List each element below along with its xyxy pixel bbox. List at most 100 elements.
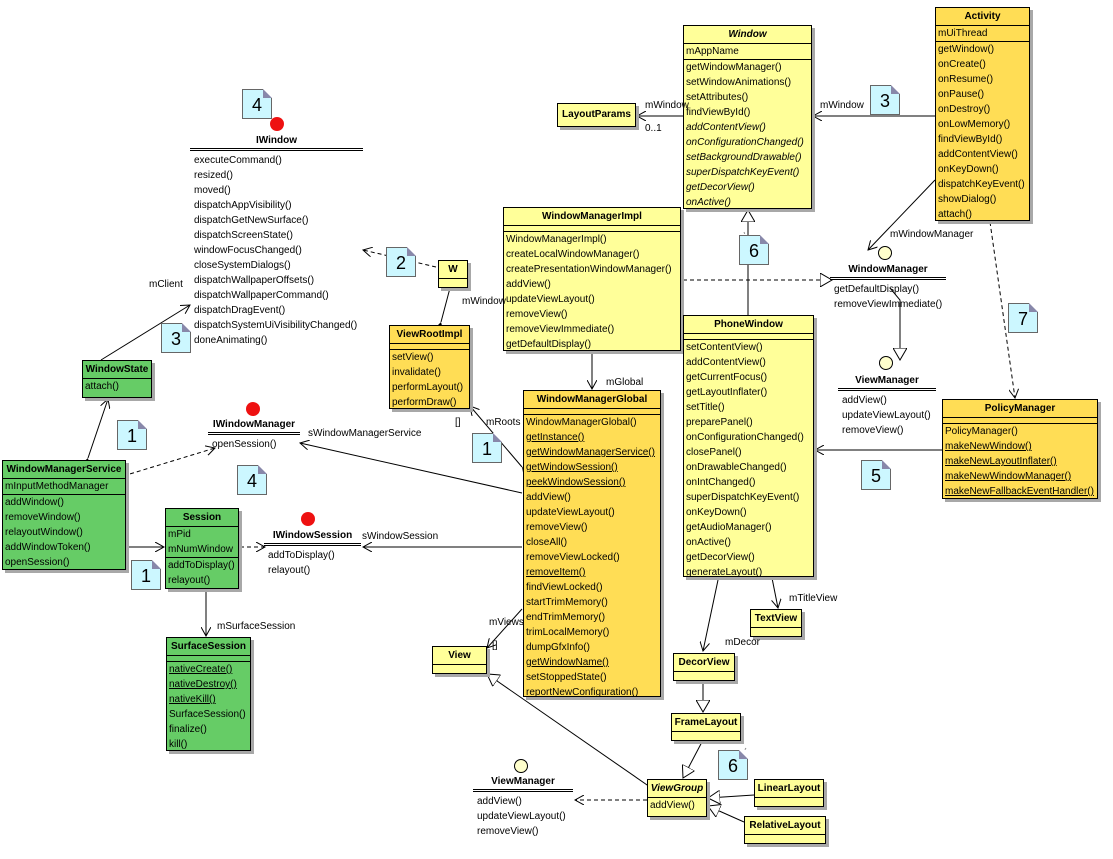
member-item: executeCommand() xyxy=(194,155,282,166)
class-title: Activity xyxy=(936,8,1029,26)
class-title: PolicyManager xyxy=(943,400,1097,418)
interface-methods: getDefaultDisplay()removeViewImmediate() xyxy=(830,282,946,312)
label-mwindow-manager: mWindowManager xyxy=(890,229,974,240)
member-item: findViewLocked() xyxy=(526,582,603,593)
member-item: openSession() xyxy=(5,557,70,568)
member-item: setContentView() xyxy=(686,342,763,353)
member-item: dispatchKeyEvent() xyxy=(938,179,1025,190)
class-window-manager-impl[interactable]: WindowManagerImpl WindowManagerImpl()cre… xyxy=(503,207,681,351)
member-item: nativeKill() xyxy=(169,694,216,705)
member-item: removeView() xyxy=(477,826,539,837)
member-item: nativeDestroy() xyxy=(169,679,237,690)
class-frame-layout[interactable]: FrameLayout xyxy=(671,713,741,741)
member-item: dispatchGetNewSurface() xyxy=(194,215,309,226)
member-item: SurfaceSession() xyxy=(169,709,246,720)
member-item: addContentView() xyxy=(938,149,1018,160)
class-layout-params[interactable]: LayoutParams xyxy=(557,103,636,127)
note-iwindow-manager: 4 xyxy=(237,465,267,495)
note-view-group: 6 xyxy=(718,750,748,780)
class-w[interactable]: W xyxy=(438,260,468,288)
label-mclient: mClient xyxy=(149,279,183,290)
member-item: onIntChanged() xyxy=(686,477,756,488)
member-item: addContentView() xyxy=(686,357,766,368)
class-methods: WindowManagerImpl()createLocalWindowMana… xyxy=(504,232,680,352)
label-multiplicity: [] xyxy=(492,640,498,651)
member-item: onDestroy() xyxy=(938,104,991,115)
class-window[interactable]: Window mAppName getWindowManager()setWin… xyxy=(683,25,812,209)
member-item: dispatchSystemUiVisibilityChanged() xyxy=(194,320,358,331)
member-item: createLocalWindowManager() xyxy=(506,249,640,260)
class-title: ViewGroup xyxy=(648,780,706,798)
member-item: invalidate() xyxy=(392,367,441,378)
note-roots: 1 xyxy=(472,433,502,463)
member-item: setTitle() xyxy=(686,402,725,413)
class-view[interactable]: View xyxy=(432,646,487,674)
member-item: relayout() xyxy=(168,575,211,586)
class-activity[interactable]: Activity mUiThread getWindow()onCreate()… xyxy=(935,7,1030,221)
member-item: setAttributes() xyxy=(686,92,749,103)
class-decor-view[interactable]: DecorView xyxy=(673,653,735,681)
class-title: DecorView xyxy=(674,654,734,672)
member-item: makeNewWindowManager() xyxy=(945,471,1072,482)
class-relative-layout[interactable]: RelativeLayout xyxy=(744,816,826,844)
class-methods: attach() xyxy=(83,379,151,394)
member-item: addView() xyxy=(526,492,571,503)
label-mtitle-view: mTitleView xyxy=(789,593,838,604)
class-title: LinearLayout xyxy=(755,780,823,798)
interface-divider xyxy=(830,277,946,280)
interface-view-manager-right[interactable]: ViewManager addView()updateViewLayout()r… xyxy=(838,373,936,438)
class-methods: nativeCreate()nativeDestroy()nativeKill(… xyxy=(167,662,250,752)
class-view-group[interactable]: ViewGroup addView() xyxy=(647,779,707,817)
class-window-manager-global[interactable]: WindowManagerGlobal WindowManagerGlobal(… xyxy=(523,390,661,698)
class-text-view[interactable]: TextView xyxy=(750,609,802,637)
interface-title: IWindow xyxy=(255,135,297,146)
class-window-state[interactable]: WindowState attach() xyxy=(82,360,152,398)
member-item: trimLocalMemory() xyxy=(526,627,610,638)
member-item: addToDisplay() xyxy=(168,560,235,571)
class-title: WindowManagerService xyxy=(3,461,125,479)
note-w: 2 xyxy=(386,247,416,277)
member-item: removeWindow() xyxy=(5,512,81,523)
note-window: 3 xyxy=(870,85,900,115)
label-swindow-manager-service: sWindowManagerService xyxy=(308,428,422,439)
member-item: addWindowToken() xyxy=(5,542,91,553)
interface-methods: openSession() xyxy=(208,437,300,452)
member-item: getInstance() xyxy=(526,432,585,443)
interface-divider xyxy=(264,543,361,546)
class-methods: getWindow()onCreate()onResume()onPause()… xyxy=(936,42,1029,222)
class-window-manager-service[interactable]: WindowManagerService mInputMethodManager… xyxy=(2,460,126,570)
member-item: mInputMethodManager xyxy=(5,481,109,492)
member-item: onLowMemory() xyxy=(938,119,1011,130)
member-item: getWindowManagerService() xyxy=(526,447,655,458)
interface-title: WindowManager xyxy=(848,264,928,275)
class-surface-session[interactable]: SurfaceSession nativeCreate()nativeDestr… xyxy=(166,637,251,751)
member-item: getWindowSession() xyxy=(526,462,618,473)
class-view-root-impl[interactable]: ViewRootImpl setView()invalidate()perfor… xyxy=(389,325,470,409)
interface-view-manager-bottom[interactable]: ViewManager addView()updateViewLayout()r… xyxy=(473,774,573,839)
class-phone-window[interactable]: PhoneWindow setContentView()addContentVi… xyxy=(683,315,814,578)
interface-iwindow-manager[interactable]: IWindowManager openSession() xyxy=(208,417,300,452)
class-linear-layout[interactable]: LinearLayout xyxy=(754,779,824,807)
member-item: resized() xyxy=(194,170,233,181)
class-attributes xyxy=(504,226,680,232)
interface-methods: addToDisplay()relayout() xyxy=(264,548,361,578)
member-item: getCurrentFocus() xyxy=(686,372,768,383)
class-policy-manager[interactable]: PolicyManager PolicyManager() makeNewWind… xyxy=(942,399,1098,499)
member-item: closeAll() xyxy=(526,537,568,548)
interface-marker-icon xyxy=(878,246,892,260)
class-title: View xyxy=(433,647,486,665)
interface-iwindow[interactable]: IWindow executeCommand()resized()moved()… xyxy=(190,133,363,348)
member-item: getAudioManager() xyxy=(686,522,772,533)
interface-window-manager[interactable]: WindowManager getDefaultDisplay()removeV… xyxy=(830,262,946,312)
label-mdecor: mDecor xyxy=(725,637,761,648)
member-item: PolicyManager() xyxy=(945,426,1018,437)
member-item: onActive() xyxy=(686,537,732,548)
member-item: addContentView() xyxy=(686,122,766,133)
member-item: peekWindowSession() xyxy=(526,477,626,488)
interface-iwindow-session[interactable]: IWindowSession addToDisplay()relayout() xyxy=(264,528,361,578)
class-title: TextView xyxy=(751,610,801,628)
member-item: getDecorView() xyxy=(686,552,755,563)
member-item: updateViewLayout() xyxy=(842,410,931,421)
interface-divider xyxy=(838,388,936,391)
